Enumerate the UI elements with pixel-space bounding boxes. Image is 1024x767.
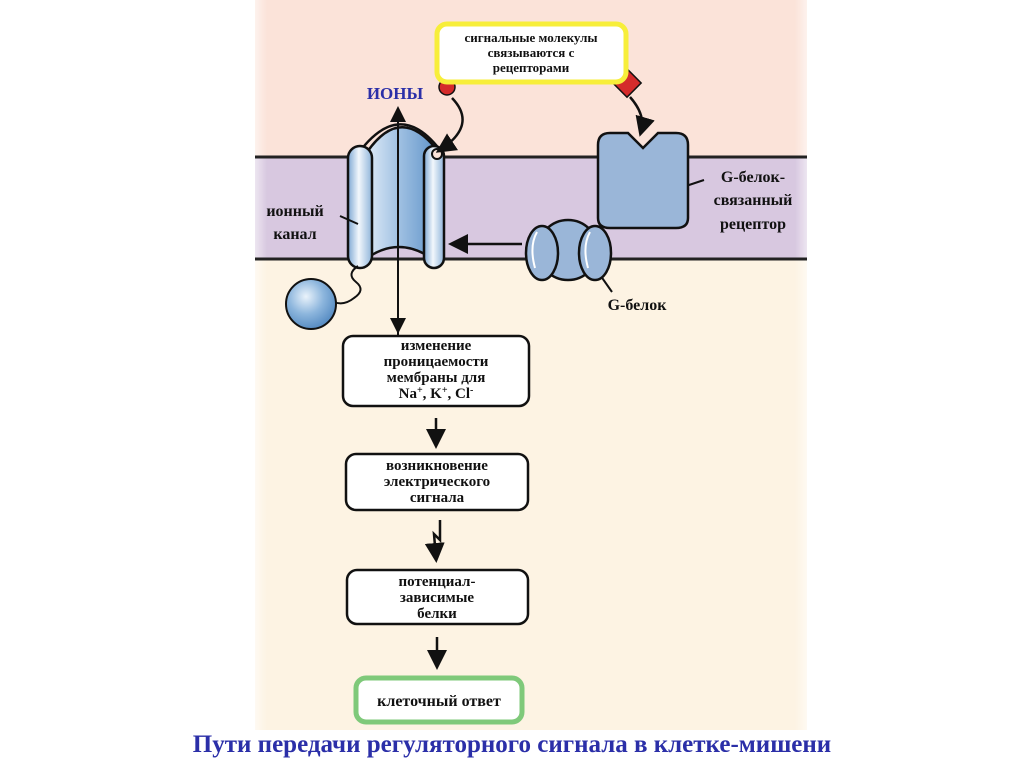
inactivation-ball <box>285 278 337 330</box>
step-1-line-1: изменение <box>401 338 472 354</box>
step-permeability-change: изменение проницаемости мембраны для Na+… <box>341 334 531 408</box>
lightning-arrow <box>424 520 445 563</box>
step-voltage-gated-proteins: потенциал- зависимые белки <box>345 568 530 626</box>
step-cellular-response: клеточный ответ <box>353 675 525 725</box>
signal-callout: сигнальные молекулы связываются с рецепт… <box>434 21 629 85</box>
ion-channel-label-1: ионный <box>266 203 323 220</box>
callout-line-3: рецепторами <box>493 60 570 75</box>
step-2-line-1: возникновение <box>386 458 488 474</box>
step-2-line-2: электрического <box>384 474 490 490</box>
g-protein-label: G-белок <box>608 297 668 314</box>
step-1-line-3: мембраны для <box>387 370 486 386</box>
gpcr-label-3: рецептор <box>720 216 786 233</box>
step-electrical-signal: возникновение электрического сигнала <box>344 452 530 512</box>
binding-arrow-receptor <box>629 96 655 137</box>
step-3-line-2: зависимые <box>400 590 475 606</box>
ion-channel-label-2: канал <box>273 226 316 243</box>
gpcr-label-1: G-белок- <box>721 169 785 186</box>
step-2-line-3: сигнала <box>410 490 465 506</box>
g-protein <box>524 218 613 282</box>
step-1-line-2: проницаемости <box>384 354 489 370</box>
step-3-line-1: потенциал- <box>399 574 476 590</box>
binding-arrow-channel <box>435 97 464 153</box>
cytoplasm <box>255 259 807 730</box>
ion-channel <box>346 123 446 270</box>
callout-line-1: сигнальные молекулы <box>464 30 597 45</box>
callout-line-2: связываются с <box>488 45 575 60</box>
step-1-ions: Na+, K+, Cl- <box>399 385 474 402</box>
ions-label: ИОНЫ <box>367 84 424 103</box>
step-4-line-1: клеточный ответ <box>377 693 501 710</box>
step-3-line-3: белки <box>417 606 457 622</box>
ball-chain <box>333 265 362 305</box>
slide-caption: Пути передачи регуляторного сигнала в кл… <box>192 731 832 758</box>
g-protein-coupled-receptor <box>596 131 690 230</box>
signal-pathway-diagram: сигнальные молекулы связываются с рецепт… <box>245 0 817 730</box>
gpcr-label-2: связанный <box>714 192 793 209</box>
